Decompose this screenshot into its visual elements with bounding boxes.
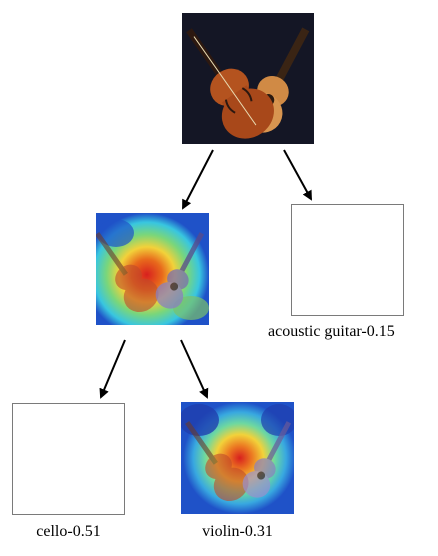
edge-root-to-acoustic-guitar (283, 149, 312, 201)
violin-heatmap-image (181, 402, 294, 514)
heatmap-overlay-image (96, 213, 209, 325)
cello-empty-box (12, 403, 125, 515)
violin-heatmap-overlay-image (181, 402, 294, 514)
edge-heatmap-to-violin (180, 339, 209, 399)
cello-label: cello-0.51 (36, 523, 101, 540)
root-instrument-photo (182, 13, 314, 144)
acoustic-guitar-label: acoustic guitar-0.15 (268, 323, 395, 340)
heatmap-instrument-image (96, 213, 209, 325)
edge-root-to-heatmap (182, 149, 214, 210)
acoustic-guitar-empty-box (291, 204, 404, 316)
edge-heatmap-to-cello (99, 339, 126, 399)
cello-guitar-photo-image (182, 13, 314, 144)
violin-label: violin-0.31 (202, 523, 273, 540)
